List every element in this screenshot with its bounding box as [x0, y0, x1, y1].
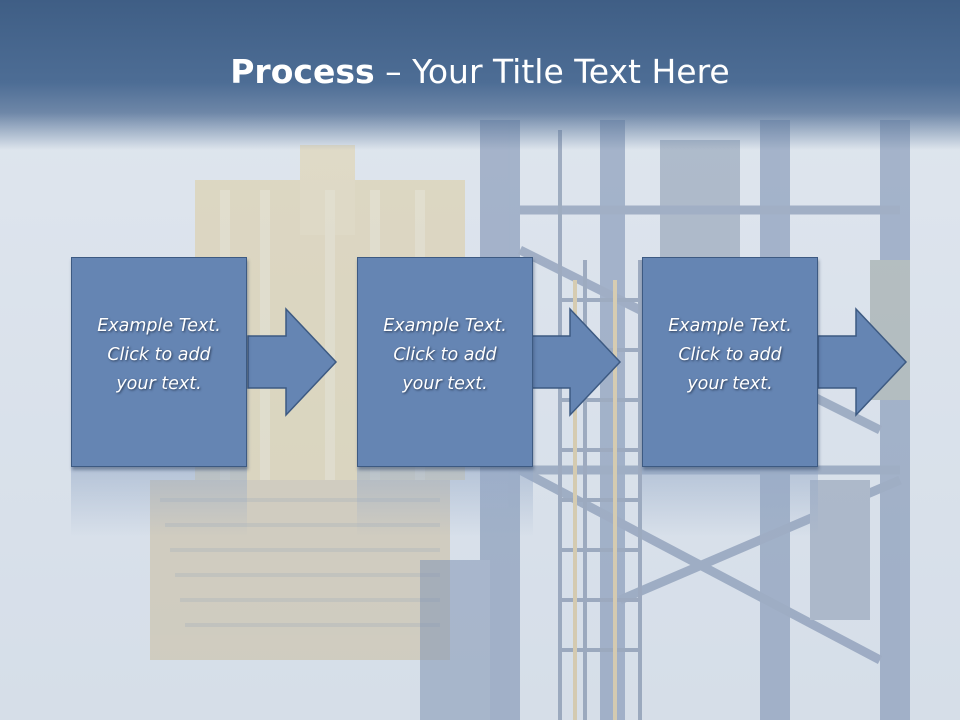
right-arrow-icon: [531, 307, 622, 417]
title-bold: Process: [230, 52, 375, 91]
slide-title[interactable]: Process – Your Title Text Here: [0, 52, 960, 91]
step-3-text[interactable]: Example Text. Click to add your text.: [668, 316, 792, 394]
step-2-box[interactable]: Example Text. Click to add your text.: [357, 257, 533, 467]
step-3-box[interactable]: Example Text. Click to add your text.: [642, 257, 818, 467]
right-arrow-icon: [247, 307, 338, 417]
step-3-reflection: [642, 467, 818, 537]
title-band: [0, 0, 960, 150]
step-1-box[interactable]: Example Text. Click to add your text.: [71, 257, 247, 467]
step-2-reflection: [357, 467, 533, 537]
title-rest: – Your Title Text Here: [374, 52, 730, 91]
step-1-reflection: [71, 467, 247, 537]
step-1-text[interactable]: Example Text. Click to add your text.: [97, 316, 221, 394]
right-arrow-icon: [817, 307, 908, 417]
step-2-text[interactable]: Example Text. Click to add your text.: [383, 316, 507, 394]
